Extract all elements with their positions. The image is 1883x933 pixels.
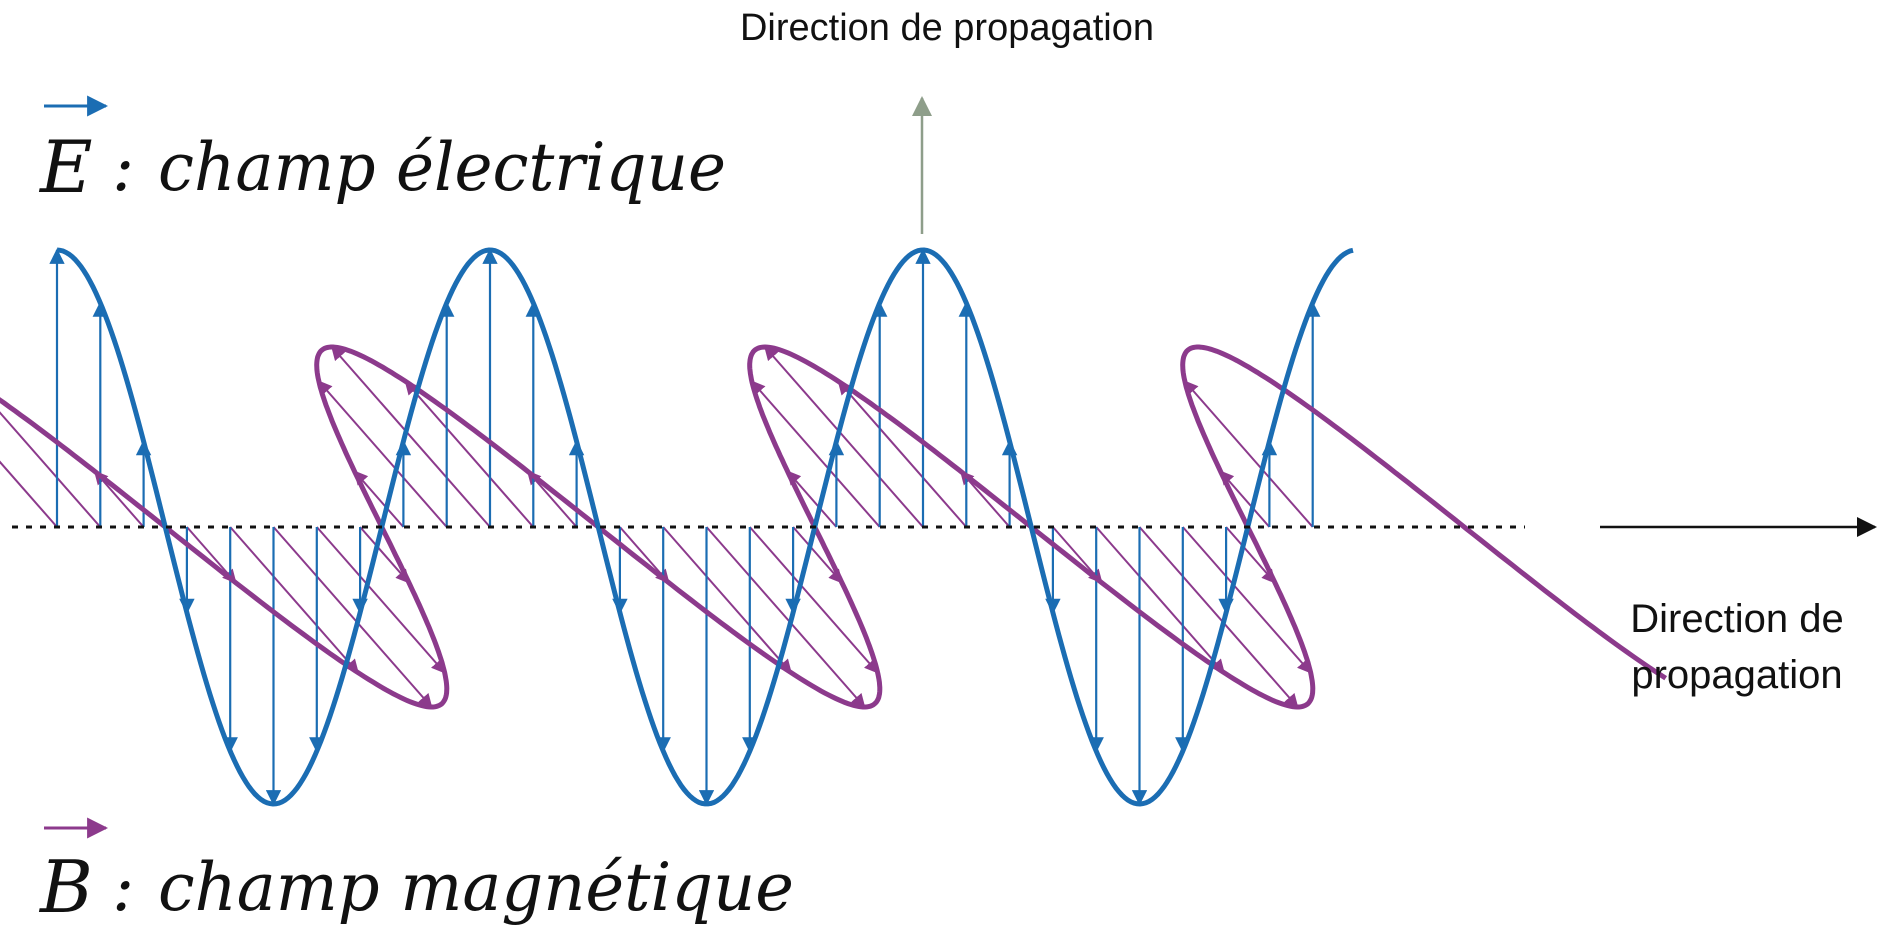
e-colon: : [112, 129, 134, 206]
electric-field-vectors [49, 248, 1321, 806]
magnetic-vector [404, 380, 535, 528]
magnetic-vector [750, 380, 881, 528]
magnetic-vector [1138, 526, 1299, 709]
magnetic-field-label: B : champ magnétique [38, 817, 794, 929]
magnetic-vector [1183, 380, 1314, 528]
b-colon: : [112, 849, 134, 926]
magnetic-vector [662, 526, 792, 674]
magnetic-vector [0, 460, 58, 528]
magnetic-vector [229, 526, 359, 674]
top-direction-label: Direction de propagation [740, 7, 1154, 49]
magnetic-vector [786, 470, 838, 528]
magnetic-vector [764, 345, 924, 528]
b-symbol: B [38, 845, 93, 929]
b-description: champ magnétique [158, 849, 794, 926]
e-symbol: E [38, 125, 93, 209]
electric-field-curve [56, 247, 1354, 807]
magnetic-vector [837, 380, 968, 528]
magnetic-vector [316, 526, 446, 674]
right-direction-label-line2: propagation [1631, 653, 1842, 697]
magnetic-vector [792, 526, 843, 584]
electric-field-label: E : champ électrique [38, 95, 726, 209]
magnetic-vector [1182, 526, 1312, 674]
magnetic-vector [1095, 526, 1225, 674]
magnetic-vector [272, 526, 433, 709]
magnetic-field-curve [0, 344, 1668, 710]
magnetic-vector [1225, 526, 1276, 584]
magnetic-vector [353, 470, 405, 528]
magnetic-vector [0, 411, 102, 528]
magnetic-vector [749, 526, 879, 674]
magnetic-vector [1219, 470, 1271, 528]
e-description: champ électrique [158, 129, 726, 206]
magnetic-vector [317, 380, 448, 528]
magnetic-vector [705, 526, 866, 709]
magnetic-vector [359, 526, 410, 584]
magnetic-vector [331, 345, 491, 528]
right-direction-label-line1: Direction de [1630, 597, 1843, 641]
